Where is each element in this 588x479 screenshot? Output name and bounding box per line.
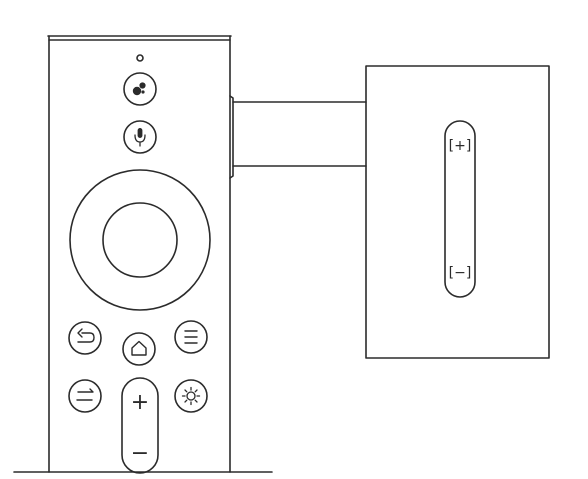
callout-box bbox=[365, 65, 550, 359]
assistant-button[interactable] bbox=[123, 72, 157, 106]
callout-volume-down-label: [−] bbox=[449, 265, 472, 281]
volume-up-label: + bbox=[131, 390, 149, 415]
home-icon bbox=[131, 340, 147, 356]
assistant-icon bbox=[132, 82, 146, 96]
menu-lines-icon bbox=[184, 330, 198, 344]
gear-icon bbox=[181, 386, 201, 406]
callout-volume-rocker[interactable] bbox=[444, 120, 476, 298]
menu-button[interactable] bbox=[174, 320, 208, 354]
home-button[interactable] bbox=[122, 332, 156, 366]
input-switch-icon bbox=[76, 388, 94, 401]
callout-volume-up-label: [+] bbox=[449, 138, 472, 154]
microphone-icon bbox=[137, 128, 143, 138]
microphone-icon-stand bbox=[134, 134, 146, 147]
back-arrow-icon bbox=[77, 328, 95, 343]
input-button[interactable] bbox=[68, 379, 102, 413]
remote-body bbox=[47, 35, 232, 473]
back-button[interactable] bbox=[68, 321, 102, 355]
remote-side-volume-key bbox=[229, 95, 234, 179]
volume-down-label: − bbox=[131, 441, 149, 466]
settings-button[interactable] bbox=[174, 379, 208, 413]
microphone-button[interactable] bbox=[123, 120, 157, 154]
led-indicator bbox=[136, 54, 144, 62]
dpad-ring[interactable] bbox=[69, 169, 211, 311]
volume-rocker[interactable] bbox=[121, 377, 159, 474]
ok-button[interactable] bbox=[102, 202, 178, 278]
